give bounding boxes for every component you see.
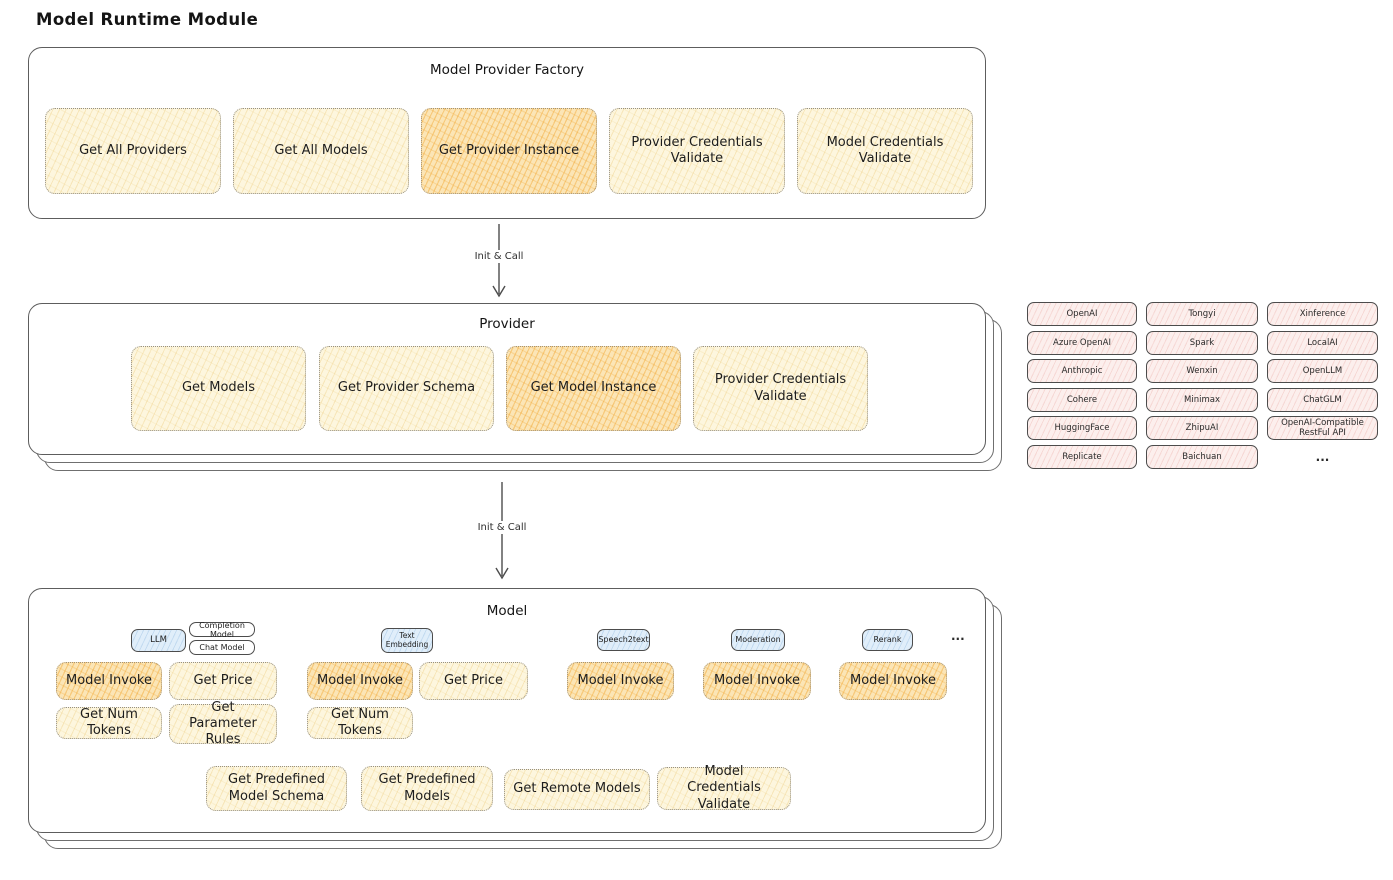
- provider-chip-openllm: OpenLLM: [1267, 359, 1378, 383]
- provider-chip-openai: OpenAI: [1027, 302, 1137, 326]
- tab-speech2text: Speech2text: [597, 629, 650, 651]
- factory-get-all-providers-button: Get All Providers: [45, 108, 221, 194]
- llm-get-price-button: Get Price: [169, 662, 277, 700]
- provider-title: Provider: [479, 316, 535, 332]
- provider-get-provider-schema-button: Get Provider Schema: [319, 346, 494, 431]
- get-remote-models-button: Get Remote Models: [504, 769, 650, 810]
- model-box: Model LLM Completion Model Chat Model Te…: [28, 588, 986, 833]
- provider-chip-azure-openai: Azure OpenAI: [1027, 330, 1137, 355]
- provider-get-model-instance-button: Get Model Instance: [506, 346, 681, 431]
- tabs-ellipsis: ...: [951, 629, 965, 643]
- factory-get-provider-instance-button: Get Provider Instance: [421, 108, 597, 194]
- provider-box: Provider Get Models Get Provider Schema …: [28, 303, 986, 455]
- llm-get-num-tokens-button: Get Num Tokens: [56, 707, 162, 739]
- factory-title: Model Provider Factory: [429, 62, 584, 78]
- factory-model-credentials-validate-button: Model Credentials Validate: [797, 108, 973, 194]
- provider-chip-chatglm: ChatGLM: [1267, 387, 1378, 412]
- get-predefined-models-button: Get Predefined Models: [361, 766, 493, 811]
- factory-get-all-models-button: Get All Models: [233, 108, 409, 194]
- provider-chip-replicate: Replicate: [1027, 444, 1137, 469]
- get-predefined-model-schema-button: Get Predefined Model Schema: [206, 766, 347, 811]
- provider-chip-cohere: Cohere: [1027, 387, 1137, 412]
- provider-chip-wenxin: Wenxin: [1146, 359, 1258, 383]
- provider-chip-tongyi: Tongyi: [1146, 302, 1258, 326]
- provider-chip-baichuan: Baichuan: [1146, 444, 1258, 469]
- model-title: Model: [486, 603, 528, 619]
- text-embedding-get-num-tokens-button: Get Num Tokens: [307, 707, 413, 739]
- provider-provider-credentials-validate-button: Provider Credentials Validate: [693, 346, 868, 431]
- provider-chip-xinference: Xinference: [1267, 302, 1378, 326]
- tab-chat-model: Chat Model: [189, 640, 255, 655]
- provider-chip-zhipuai: ZhipuAI: [1146, 416, 1258, 440]
- model-credentials-validate-button: Model Credentials Validate: [657, 764, 791, 812]
- provider-chip-huggingface: HuggingFace: [1027, 416, 1137, 440]
- speech2text-model-invoke-button: Model Invoke: [567, 662, 674, 700]
- llm-model-invoke-button: Model Invoke: [56, 662, 162, 700]
- llm-get-parameter-rules-button: Get Parameter Rules: [169, 700, 277, 747]
- moderation-model-invoke-button: Model Invoke: [703, 662, 811, 700]
- init-call-label-1: Init & Call: [459, 250, 539, 263]
- providers-ellipsis: ...: [1315, 449, 1330, 464]
- rerank-model-invoke-button: Model Invoke: [839, 662, 947, 700]
- factory-provider-credentials-validate-button: Provider Credentials Validate: [609, 108, 785, 194]
- provider-chip-localai: LocalAI: [1267, 330, 1378, 355]
- tab-rerank: Rerank: [862, 629, 913, 651]
- text-embedding-get-price-button: Get Price: [419, 662, 528, 700]
- tab-text-embedding: Text Embedding: [381, 628, 433, 653]
- page-title: Model Runtime Module: [36, 10, 259, 29]
- provider-chip-minimax: Minimax: [1146, 387, 1258, 412]
- provider-chip-spark: Spark: [1146, 330, 1258, 355]
- provider-get-models-button: Get Models: [131, 346, 306, 431]
- tab-completion-model: Completion Model: [189, 621, 255, 639]
- factory-box: Model Provider Factory Get All Providers…: [28, 47, 986, 219]
- providers-grid: OpenAI Tongyi Xinference Azure OpenAI Sp…: [1027, 302, 1379, 469]
- text-embedding-model-invoke-button: Model Invoke: [307, 662, 413, 700]
- init-call-label-2: Init & Call: [462, 521, 542, 534]
- provider-chip-anthropic: Anthropic: [1027, 359, 1137, 383]
- provider-chip-openai-compatible-restful-api: OpenAI-Compatible RestFul API: [1267, 416, 1378, 440]
- tab-moderation: Moderation: [731, 629, 785, 651]
- tab-llm: LLM: [131, 629, 186, 652]
